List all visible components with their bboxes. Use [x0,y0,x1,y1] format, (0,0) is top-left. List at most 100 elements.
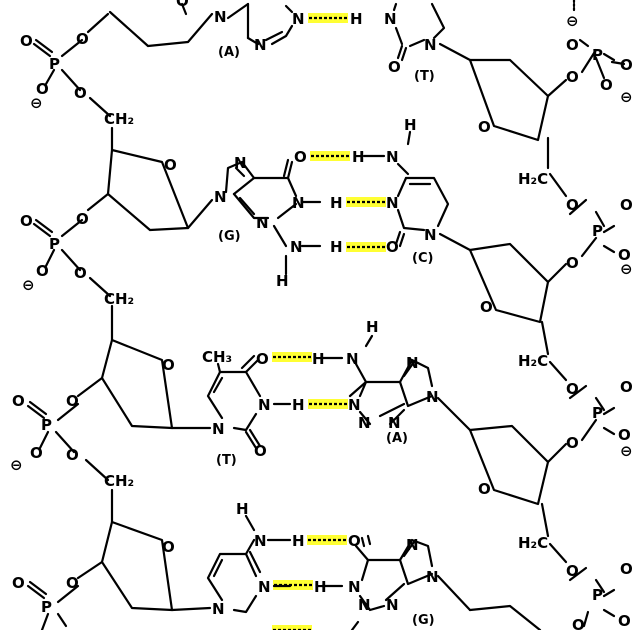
nitrogen-atom: N [254,532,267,550]
base-label-left: (A) [218,45,240,60]
oxygen-atom: O [566,68,579,86]
oxygen-atom: O [294,148,307,166]
minus-charge: ⊖ [22,276,35,294]
nitrogen-atom: N [348,396,361,414]
oxygen-atom: O [618,426,631,444]
nitrogen-atom: N [254,36,267,54]
oxygen-atom: O [480,298,493,316]
oxygen-atom: O [572,616,585,630]
nitrogen-atom: N [386,194,399,212]
nitrogen-atom: N [346,350,359,368]
hydrogen-atom: H [330,238,343,256]
ch2-group: CH₂ [104,290,134,308]
nitrogen-atom: N [212,600,225,618]
nitrogen-atom: N [234,154,247,172]
hydrogen-atom: H [352,148,365,166]
oxygen-atom: O [618,246,631,264]
oxygen-atom: O [566,434,579,452]
oxygen-atom: O [566,562,579,580]
oxygen-atom: O [620,560,633,578]
hydrogen-atom: H [236,500,249,518]
nitrogen-atom: N [386,596,399,614]
oxygen-atom: O [386,238,399,256]
oxygen-atom: O [66,446,79,464]
oxygen-atom: O [164,156,177,174]
nitrogen-atom: N [214,188,227,206]
phosphorus-atom: P [592,586,603,604]
minus-charge: ⊖ [620,442,633,460]
hbond-highlight [272,625,312,630]
oxygen-atom: O [620,56,633,74]
base-label-right: (G) [412,613,435,628]
hydrogen-bond-highlights [272,13,386,630]
oxygen-atom: O [66,574,79,592]
hbond-highlight [308,399,348,409]
oxygen-atom: O [12,574,25,592]
hydrogen-atom: H [330,194,343,212]
hbond-highlight [308,13,348,23]
nitrogen-atom: N [406,354,419,372]
hbond-highlight [346,197,386,207]
oxygen-atom: O [12,392,25,410]
nitrogen-atom: N [388,414,401,432]
nitrogen-atom: N [424,226,437,244]
hbond-highlight [310,151,350,161]
oxygen-atom: O [566,36,579,54]
nitrogen-atom: N [426,388,439,406]
oxygen-atom: O [566,380,579,398]
oxygen-atom: O [30,444,43,462]
nitrogen-atom: N [290,238,303,256]
base-label-right: (T) [414,69,435,84]
ch2-group: CH₂ [104,472,134,490]
phosphorus-atom: P [592,222,603,240]
minus-charge: ⊖ [620,260,633,278]
hydrogen-atom: H [366,318,379,336]
nitrogen-atom: N [424,36,437,54]
nitrogen-atom: N [348,578,361,596]
oxygen-atom: O [600,76,613,94]
hbond-highlight [273,580,313,590]
hydrogen-atom: H [350,10,363,28]
hydrogen-atom: H [292,532,305,550]
hydrogen-bond-dashes [273,16,385,630]
base-label-left: (T) [216,453,237,468]
nitrogen-atom: N [258,578,271,596]
phosphorus-atom: P [592,46,603,64]
oxygen-atom: O [388,58,401,76]
nitrogen-atom: N [292,194,305,212]
minus-charge: ⊖ [620,88,633,106]
nitrogen-atom: N [406,536,419,554]
minus-charge: ⊖ [566,12,579,30]
nitrogen-atom: N [214,8,227,26]
ch2-group: CH₂ [104,110,134,128]
base-label-left: (G) [218,229,241,244]
covalent-bonds [26,0,626,630]
oxygen-atom: O [76,210,89,228]
nitrogen-atom: N [212,420,225,438]
oxygen-atom: O [74,264,87,282]
minus-charge: ⊖ [10,456,23,474]
nitrogen-atom: N [426,568,439,586]
atom-labels: O O P O O ⊖ CH₂ O N N N H N N O O P O O … [10,0,633,630]
oxygen-atom: O [566,254,579,272]
base-label-right: (C) [412,251,433,266]
oxygen-atom: O [74,84,87,102]
nitrogen-atom: N [358,596,371,614]
nitrogen-atom: N [258,396,271,414]
oxygen-atom: O [66,392,79,410]
phosphorus-atom: P [41,416,52,434]
phosphorus-atom: P [592,404,603,422]
nitrogen-atom: N [386,148,399,166]
hbond-highlight [307,535,347,545]
oxygen-atom: O [478,118,491,136]
oxygen-atom: O [162,538,175,556]
oxygen-atom: O [20,212,33,230]
base-label-right: (A) [386,431,408,446]
hbond-highlight [346,242,386,252]
h2c-group: H₂C [518,534,548,552]
oxygen-atom: O [76,30,89,48]
h2c-group: H₂C [518,352,548,370]
oxygen-atom: O [618,612,631,630]
oxygen-atom: O [256,350,269,368]
